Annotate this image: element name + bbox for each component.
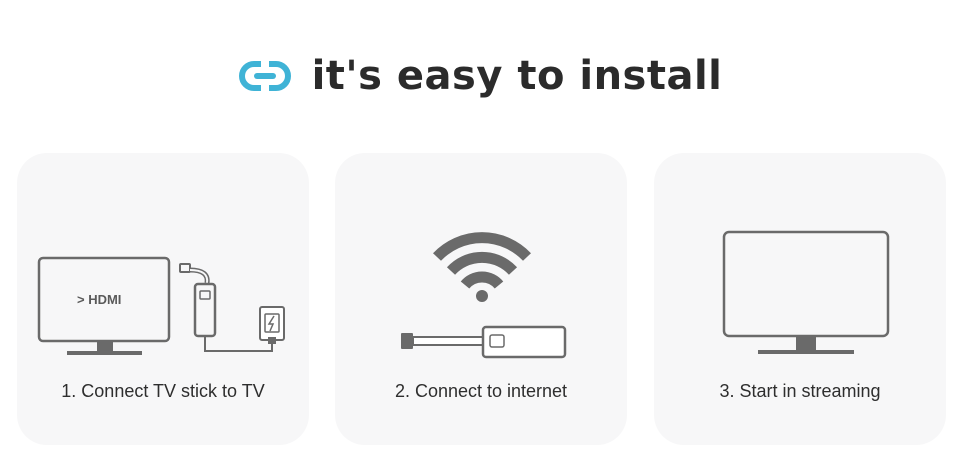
step-2-illustration (401, 232, 567, 359)
tv-icon (722, 230, 890, 354)
header: it's easy to install (0, 48, 960, 104)
tv-stick-icon (401, 325, 567, 359)
tv-icon (37, 256, 171, 355)
step-card-2: 2. Connect to internet (335, 153, 627, 445)
hdmi-label: > HDMI (77, 292, 121, 307)
step-card-1: > HDMI 1. Connect TV stick to TV (17, 153, 309, 445)
link-icon (238, 59, 291, 93)
step-2-caption: 2. Connect to internet (394, 381, 568, 401)
wifi-icon (433, 232, 531, 302)
page-title: it's easy to install (311, 53, 723, 99)
step-3-illustration (722, 230, 890, 354)
step-3-caption: 3. Start in streaming (719, 381, 881, 401)
step-card-3: 3. Start in streaming (654, 153, 946, 445)
step-1-illustration: > HDMI (37, 256, 285, 355)
tv-stick-icon (179, 263, 273, 352)
power-outlet-icon (259, 306, 285, 344)
step-1-caption: 1. Connect TV stick to TV (61, 381, 265, 401)
